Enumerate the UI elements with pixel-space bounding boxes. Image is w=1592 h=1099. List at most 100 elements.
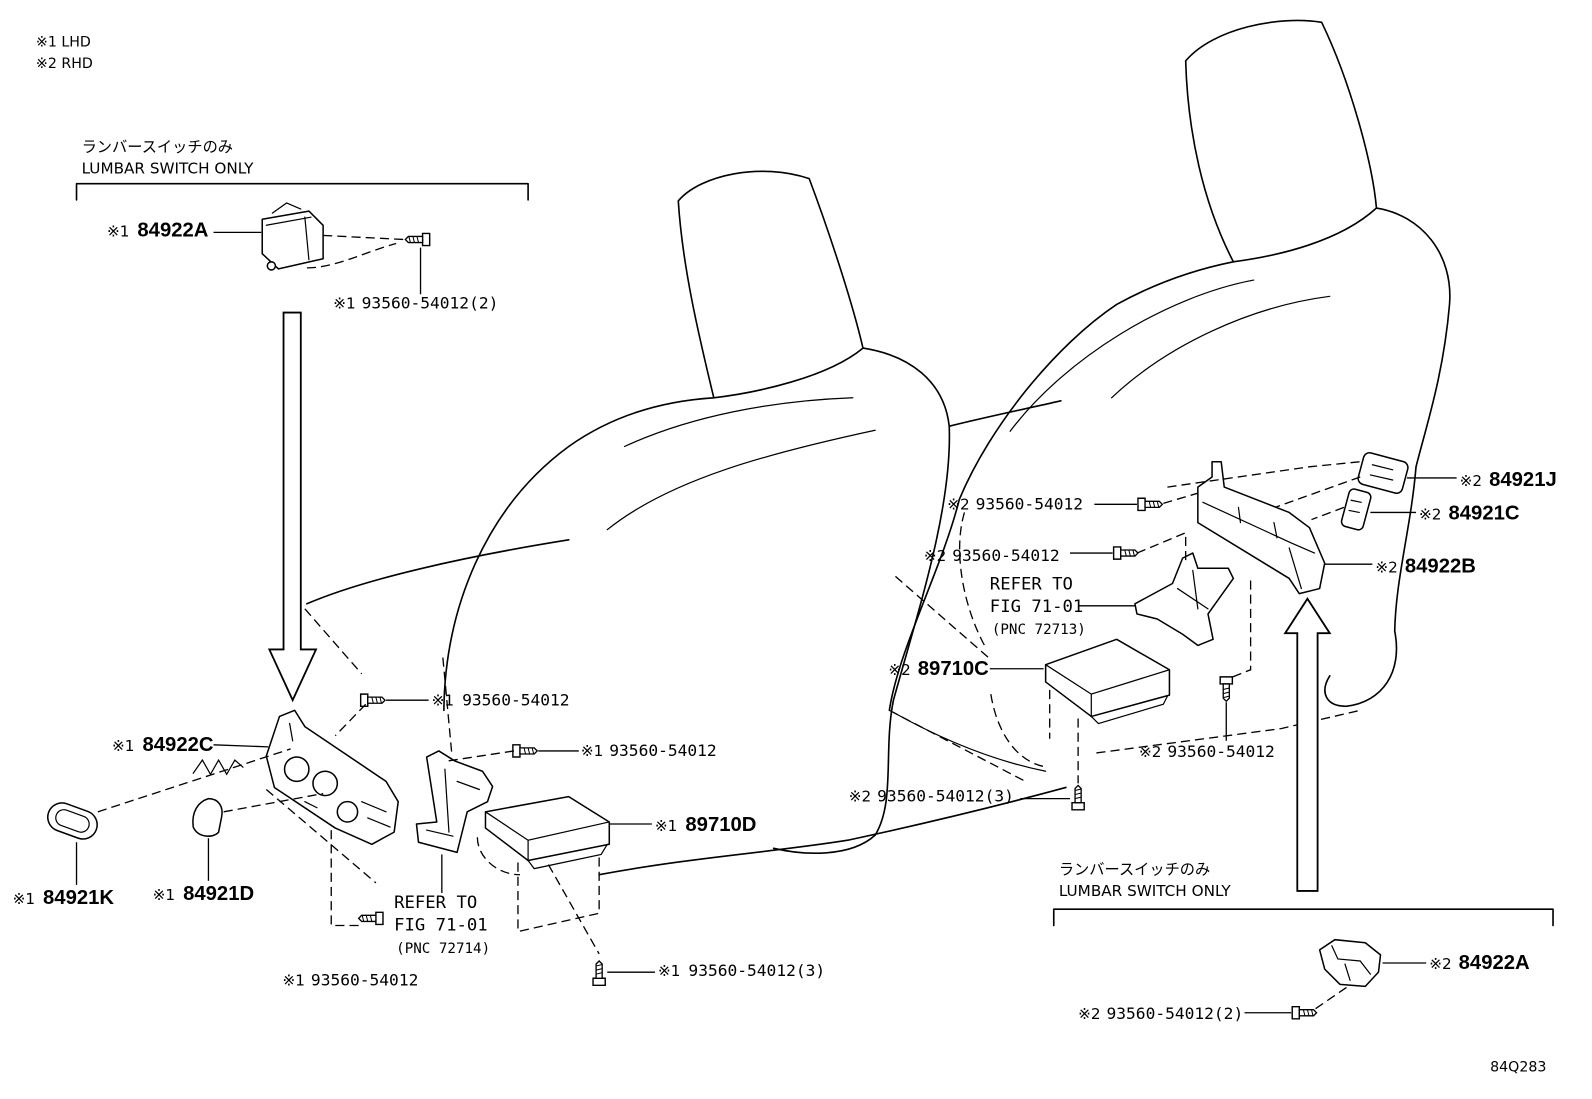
assembly-dash [97, 748, 324, 813]
bracket-84922B [1197, 460, 1326, 595]
callout-lhd-bolt-upper: ※1 93560-54012 [432, 690, 570, 709]
rhd-dashed-lines [889, 461, 1361, 784]
callout-rhd-89710C: ※2 89710C [888, 658, 989, 680]
left-seatback-right-edge [772, 347, 951, 854]
region-mark: ※1 [658, 962, 680, 980]
legend: ※1 LHD ※2 RHD [36, 35, 93, 72]
knob-body [47, 802, 98, 840]
ecu-box [484, 795, 611, 862]
callout-lhd-84921D: ※1 84921D [153, 883, 254, 905]
dash-line [990, 694, 1048, 768]
ecu-connector [1090, 695, 1169, 725]
duct-bracket-rhd [1134, 552, 1235, 647]
right-cushion-line [892, 711, 1047, 772]
part-number: 89710C [918, 658, 989, 680]
left-seat-outline [306, 170, 1067, 876]
dash-line [1315, 985, 1349, 1010]
lumbar-note-jp: ランバースイッチのみ [1059, 861, 1210, 879]
knob-inner [55, 809, 90, 833]
knob-84921D [192, 797, 223, 837]
seatback-gap-line [948, 400, 1062, 428]
ecu-89710C [1044, 638, 1171, 725]
figure-id: 84Q283 [1490, 1060, 1546, 1076]
lumbar-switch-pin [266, 261, 277, 271]
region-mark: ※1 [107, 222, 129, 240]
dash-line [547, 864, 600, 955]
screw-icon [1071, 784, 1085, 811]
bracket-body [1134, 552, 1235, 647]
part-number: 93560-54012(2) [362, 293, 499, 312]
up-arrow-icon [1283, 597, 1332, 892]
part-number: 84921J [1489, 469, 1557, 491]
switch-assembly-lhd [192, 709, 399, 846]
left-cushion-top [306, 539, 570, 605]
knob-84921J [1357, 452, 1409, 495]
lumbar-switch-lhd [261, 202, 405, 271]
part-number: 84921K [43, 887, 114, 909]
part-number: 93560-54012(3) [877, 787, 1014, 806]
screw-icon [1291, 1005, 1318, 1020]
callout-rhd-84922B: ※2 84922B [1375, 555, 1475, 577]
refer-right-line1: REFER TO [990, 575, 1073, 595]
screw-icon [357, 911, 384, 926]
callout-rhd-bolt-floor: ※2 93560-54012(3) [849, 787, 1014, 806]
screw-icon [512, 744, 538, 758]
region-mark: ※1 [153, 886, 175, 904]
lumbar-bracket-line [75, 182, 529, 201]
region-mark: ※2 [947, 495, 969, 513]
bracket-detail [1176, 569, 1209, 610]
region-mark: ※2 [1375, 558, 1397, 576]
callout-lhd-bolt-mid: ※1 93560-54012 [581, 741, 717, 760]
dash-line [889, 709, 1026, 782]
left-seatback-seam [606, 429, 876, 531]
part-number: 93560-54012 [311, 970, 418, 989]
dash-line [1274, 476, 1361, 509]
dash-line [895, 575, 992, 661]
dash-line [446, 750, 514, 762]
region-mark: ※2 [1429, 955, 1451, 973]
part-number: 93560-54012 [609, 741, 716, 760]
knob-body [1357, 452, 1409, 495]
part-number: 89710D [685, 814, 756, 836]
part-number: 84921C [1448, 503, 1519, 525]
region-mark: ※2 [1139, 743, 1161, 761]
knob-body [1340, 488, 1372, 531]
ecu-edge [484, 811, 610, 862]
right-headrest [1184, 19, 1378, 263]
region-mark: ※2 [849, 788, 871, 806]
part-number: 84922B [1405, 555, 1476, 577]
left-seatback-left-edge [443, 396, 715, 712]
knob-detail [1369, 464, 1394, 481]
callout-lhd-84922C: ※1 84922C [112, 734, 214, 756]
refer-left-line3: (PNC 72714) [396, 941, 490, 957]
dash-line [1136, 531, 1187, 561]
ecu-edge [1045, 664, 1171, 718]
left-headrest [677, 170, 864, 399]
region-mark: ※1 [581, 742, 603, 760]
callout-rhd-84921C: ※2 84921C [1419, 503, 1520, 525]
callout-lhd-switch-bolt: ※1 93560-54012(2) [333, 293, 498, 312]
part-number: 84922A [1459, 952, 1530, 974]
lumbar-switch-tab [265, 202, 312, 261]
leader-line [213, 231, 422, 295]
refer-left-line1: REFER TO [394, 893, 477, 913]
part-number: 93560-54012 [462, 690, 569, 709]
bracket-body [415, 750, 494, 854]
dash-line [334, 703, 367, 737]
callout-rhd-bolt-duct: ※2 93560-54012 [924, 546, 1060, 565]
bracket-detail [1202, 501, 1316, 590]
region-mark: ※2 [924, 547, 946, 565]
region-mark: ※2 [1460, 472, 1482, 490]
refer-right-line2: FIG 71-01 [990, 597, 1083, 617]
dash-line [1096, 709, 1361, 754]
region-mark: ※1 [283, 971, 305, 989]
right-seatback-seam [1009, 279, 1255, 432]
dash-line [476, 837, 520, 876]
dash-line [959, 512, 988, 650]
dash-line [442, 657, 453, 757]
leader-line [213, 744, 269, 748]
cushion-link-line [846, 786, 1067, 842]
bracket-detail [426, 768, 480, 837]
lhd-dashed-lines [265, 608, 600, 955]
